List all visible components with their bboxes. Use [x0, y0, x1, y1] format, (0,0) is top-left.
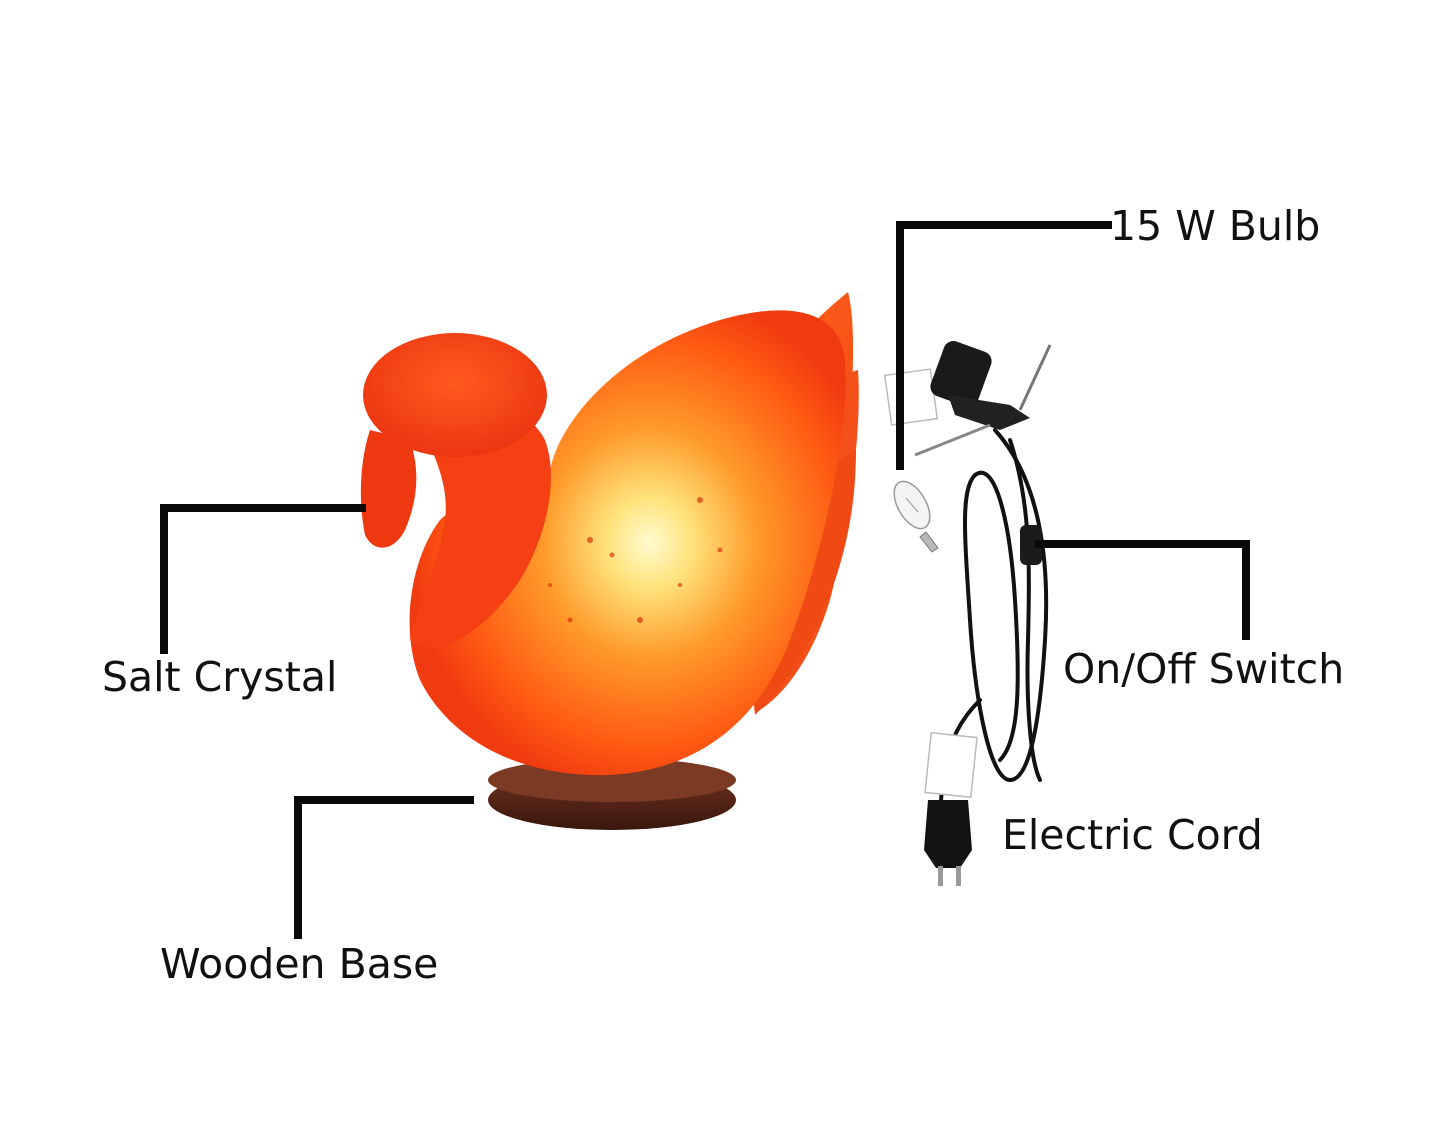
electric-cord-label: Electric Cord — [1002, 811, 1263, 859]
leader-line-wooden-base — [294, 796, 474, 939]
cord-tag — [924, 731, 978, 799]
leader-line-salt-crystal — [160, 504, 366, 654]
plug-illustration — [924, 800, 972, 886]
socket-illustration — [914, 341, 1052, 457]
leader-lines — [160, 221, 1250, 939]
product-tag — [883, 368, 939, 426]
bulb-label: 15 W Bulb — [1110, 202, 1321, 250]
switch-illustration — [1020, 525, 1042, 565]
switch-label: On/Off Switch — [1063, 645, 1345, 693]
wooden-base-label: Wooden Base — [160, 940, 439, 988]
salt-crystal-label: Salt Crystal — [102, 653, 338, 701]
salt-crystal-swan — [360, 292, 859, 776]
leader-line-switch — [1034, 540, 1250, 640]
leader-line-bulb — [896, 221, 1112, 470]
bulb-illustration — [893, 480, 939, 553]
